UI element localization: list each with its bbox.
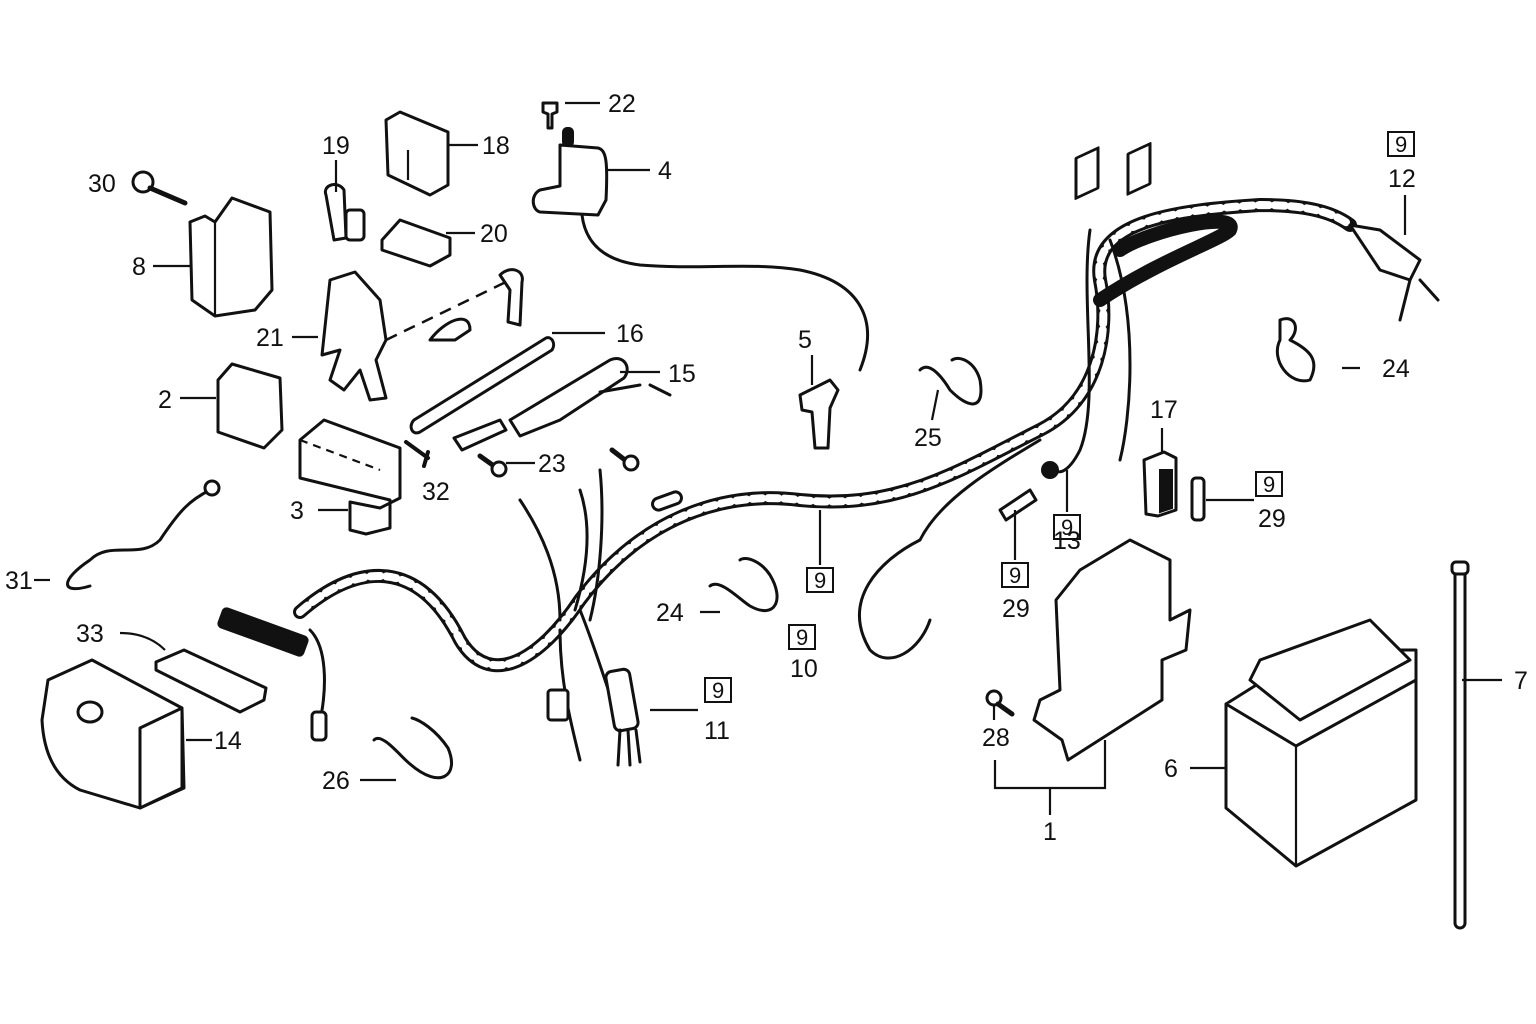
part-21-stay — [320, 268, 524, 402]
svg-text:9: 9 — [1395, 132, 1407, 157]
part-19-clip — [323, 183, 366, 242]
ref-box-10: 9 — [788, 624, 816, 650]
callout-labels: 22 18 19 30 4 20 8 21 16 5 15 2 25 23 32… — [5, 90, 1528, 846]
callout-10: 10 — [790, 655, 818, 683]
callout-6: 6 — [1164, 755, 1178, 783]
part-24-clamp-center — [708, 557, 779, 613]
callout-32: 32 — [422, 478, 450, 506]
part-18-control-unit — [384, 110, 450, 197]
part-4-ignition-coil — [531, 127, 869, 372]
callout-14: 14 — [214, 727, 242, 755]
callout-26: 26 — [322, 767, 350, 795]
part-25-clamp — [918, 356, 983, 406]
svg-text:9: 9 — [1061, 515, 1073, 540]
callout-5: 5 — [798, 326, 812, 354]
callout-29-spare: 29 — [1258, 505, 1286, 533]
part-bolt-upper — [609, 447, 640, 472]
part-2-relay — [216, 362, 284, 450]
callout-24-center: 24 — [656, 599, 684, 627]
callout-16: 16 — [616, 320, 644, 348]
part-23-bolt — [477, 453, 508, 478]
svg-text:9: 9 — [712, 678, 724, 703]
part-33-rubber-plate — [154, 648, 268, 714]
callout-7: 7 — [1514, 667, 1528, 695]
ref-box-11: 9 — [704, 677, 732, 703]
svg-text:9: 9 — [814, 568, 826, 593]
callout-13: 13 — [1053, 527, 1081, 555]
ref-box-9: 9 — [806, 567, 834, 593]
part-28-bolt — [985, 689, 1015, 717]
callout-11: 11 — [704, 717, 730, 745]
callout-28: 28 — [982, 724, 1010, 752]
part-3-relay-cover — [298, 418, 402, 536]
part-17-fuse — [1142, 450, 1178, 518]
part-26-clamp — [372, 716, 454, 780]
callout-29-inline: 29 — [1002, 595, 1030, 623]
ref-box-29-inline: 9 — [1001, 562, 1029, 588]
callout-19: 19 — [322, 132, 350, 160]
svg-text:9: 9 — [1263, 472, 1275, 497]
callout-20: 20 — [480, 220, 508, 248]
callout-21: 21 — [256, 324, 284, 352]
part-7-breather-tube — [1450, 560, 1470, 930]
wire-harness — [217, 197, 1357, 767]
part-5-plug-cap — [798, 378, 840, 450]
reference-markers: 9 9 9 9 9 9 9 — [704, 131, 1415, 703]
part-32-screw — [404, 440, 430, 468]
callout-33: 33 — [76, 620, 104, 648]
part-20-rubber-pad — [380, 218, 452, 268]
callout-23: 23 — [538, 450, 566, 478]
part-12-condenser — [1348, 223, 1440, 322]
part-24-clamp-right — [1275, 317, 1316, 383]
part-29-fuse-inline — [998, 488, 1038, 522]
ref-box-29-spare: 9 — [1255, 471, 1283, 497]
callout-24-right: 24 — [1382, 355, 1410, 383]
callout-4: 4 — [658, 157, 672, 185]
part-8-flasher-relay — [188, 196, 274, 318]
callout-30: 30 — [88, 170, 116, 198]
callout-18: 18 — [482, 132, 510, 160]
svg-text:9: 9 — [1009, 563, 1021, 588]
part-16-tube — [409, 336, 556, 435]
callout-2: 2 — [158, 386, 172, 414]
callout-31: 31 — [5, 567, 33, 595]
part-31-ground-wire — [66, 479, 221, 591]
part-15-fuse-holder — [452, 357, 672, 452]
callout-1: 1 — [1043, 818, 1057, 846]
part-1-regulator-bracket — [1032, 142, 1192, 762]
callout-25: 25 — [914, 424, 942, 452]
part-14-cdi-cover — [40, 658, 186, 810]
ref-box-13: 9 — [1053, 514, 1081, 540]
callout-12: 12 — [1388, 165, 1416, 193]
part-13-terminal — [1041, 461, 1059, 479]
callout-3: 3 — [290, 497, 304, 525]
part-22-screw — [541, 101, 559, 130]
callout-15: 15 — [668, 360, 696, 388]
leader-lines — [34, 101, 1502, 815]
part-29-fuse-spare — [1190, 476, 1206, 522]
callout-8: 8 — [132, 253, 146, 281]
callout-17: 17 — [1150, 396, 1178, 424]
svg-text:9: 9 — [796, 625, 808, 650]
callout-22: 22 — [608, 90, 636, 118]
part-6-battery — [1224, 618, 1418, 868]
ref-box-12: 9 — [1387, 131, 1415, 157]
part-30-bolt — [131, 170, 188, 206]
